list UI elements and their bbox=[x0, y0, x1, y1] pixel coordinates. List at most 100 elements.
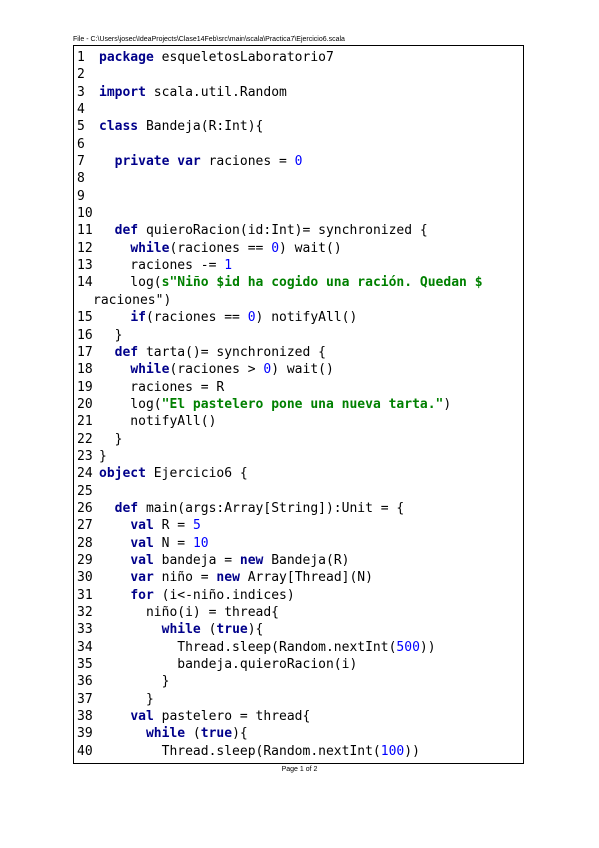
code-line: 13 raciones -= 1 bbox=[77, 257, 520, 274]
code-token bbox=[99, 622, 162, 637]
line-number: 21 bbox=[77, 414, 93, 430]
line-number: 23 bbox=[77, 448, 93, 464]
code-line: 28 val N = 10 bbox=[77, 535, 520, 552]
code-token bbox=[99, 553, 130, 568]
code-line: 40 Thread.sleep(Random.nextInt(100)) bbox=[77, 743, 520, 760]
code-token: R = bbox=[153, 518, 193, 534]
code-token: ){ bbox=[247, 622, 264, 638]
line-number: 31 bbox=[77, 587, 93, 603]
code-token: raciones = bbox=[200, 154, 295, 170]
code-token: while bbox=[161, 622, 201, 638]
code-line: raciones") bbox=[77, 292, 520, 309]
line-number: 9 bbox=[77, 188, 85, 204]
code-token: } bbox=[99, 431, 123, 447]
code-line: 21 notifyAll() bbox=[77, 413, 520, 430]
code-token: private var bbox=[114, 154, 201, 170]
code-token: } bbox=[99, 691, 154, 707]
code-token: Ejercicio6 { bbox=[145, 466, 248, 482]
code-line: 4 bbox=[77, 101, 520, 118]
code-line: 36 } bbox=[77, 673, 520, 690]
code-token: N = bbox=[153, 535, 193, 551]
line-number: 35 bbox=[77, 657, 93, 673]
code-token: while bbox=[145, 726, 186, 742]
line-number: 3 bbox=[77, 84, 85, 100]
code-token bbox=[99, 241, 130, 256]
line-number: 32 bbox=[77, 605, 93, 620]
code-token: Bandeja(R) bbox=[263, 552, 350, 568]
code-token: raciones") bbox=[93, 292, 172, 308]
code-token: (raciones == bbox=[145, 310, 248, 326]
code-token: (raciones > bbox=[169, 362, 264, 378]
code-token bbox=[99, 518, 130, 533]
line-number: 36 bbox=[77, 674, 93, 690]
code-token: 0 bbox=[263, 362, 272, 378]
code-token: ){ bbox=[232, 726, 248, 742]
line-number: 4 bbox=[77, 102, 85, 118]
code-line: 39 while (true){ bbox=[77, 725, 520, 742]
code-token bbox=[99, 154, 115, 169]
code-line: 17 def tarta()= synchronized { bbox=[77, 344, 520, 361]
code-token: package bbox=[99, 50, 154, 65]
code-line: 16 } bbox=[77, 327, 520, 344]
code-line: 38 val pastelero = thread{ bbox=[77, 708, 520, 725]
code-token bbox=[99, 310, 130, 325]
line-number: 14 bbox=[77, 275, 93, 291]
code-token: scala.util.Random bbox=[145, 84, 287, 100]
code-token: ( bbox=[185, 726, 201, 742]
code-token: def bbox=[114, 344, 139, 360]
line-number: 15 bbox=[77, 310, 93, 326]
line-number: 5 bbox=[77, 119, 85, 135]
code-token: (raciones == bbox=[169, 240, 272, 256]
code-token: niño(i) = thread{ bbox=[99, 605, 280, 620]
code-token: )) bbox=[419, 639, 436, 655]
code-token bbox=[99, 536, 130, 551]
code-token bbox=[99, 223, 115, 238]
code-token: Array[Thread](N) bbox=[239, 570, 373, 586]
line-number: 12 bbox=[77, 240, 93, 256]
code-token bbox=[99, 345, 115, 360]
line-number: 18 bbox=[77, 362, 93, 378]
code-token: "El pastelero pone una nueva tarta." bbox=[161, 396, 444, 412]
code-token: val bbox=[130, 552, 154, 568]
code-token: log( bbox=[99, 275, 162, 291]
code-token: val bbox=[130, 709, 154, 725]
code-token: pastelero = thread{ bbox=[153, 709, 311, 725]
line-number: 16 bbox=[77, 327, 93, 343]
code-line: 30 var niño = new Array[Thread](N) bbox=[77, 569, 520, 586]
code-token: notifyAll() bbox=[99, 414, 217, 430]
line-number: 13 bbox=[77, 258, 93, 274]
line-number: 34 bbox=[77, 639, 93, 655]
code-token: def bbox=[114, 223, 139, 239]
code-token: 10 bbox=[192, 535, 209, 551]
code-token: 500 bbox=[396, 639, 420, 655]
code-token: new bbox=[239, 552, 264, 568]
code-token: esqueletosLaboratorio7 bbox=[153, 50, 334, 65]
code-line: 15 if(raciones == 0) notifyAll() bbox=[77, 309, 520, 326]
code-token: (i<-niño.indices) bbox=[153, 587, 295, 603]
code-line: 18 while(raciones > 0) wait() bbox=[77, 361, 520, 378]
line-number: 7 bbox=[77, 154, 85, 170]
code-token: if bbox=[130, 310, 146, 326]
code-line: 19 raciones = R bbox=[77, 379, 520, 396]
line-number: 40 bbox=[77, 743, 93, 759]
code-token: ) notifyAll() bbox=[255, 310, 358, 326]
code-line: 22 } bbox=[77, 431, 520, 448]
line-number: 28 bbox=[77, 535, 93, 551]
line-number: 19 bbox=[77, 379, 93, 395]
code-token: 1 bbox=[224, 258, 233, 274]
code-line: 11 def quieroRacion(id:Int)= synchronize… bbox=[77, 222, 520, 239]
file-path-header: File - C:\Users\josec\IdeaProjects\Clase… bbox=[73, 36, 345, 43]
code-line: 3 import scala.util.Random bbox=[77, 84, 520, 101]
code-line: 10 bbox=[77, 205, 520, 222]
line-number: 11 bbox=[77, 223, 93, 239]
code-line: 12 while(raciones == 0) wait() bbox=[77, 240, 520, 257]
code-token: ( bbox=[200, 622, 217, 638]
code-token: Bandeja(R:Int){ bbox=[138, 119, 264, 135]
code-token: import bbox=[99, 84, 146, 100]
code-token: raciones -= bbox=[99, 258, 225, 274]
code-token: s"Niño $id ha cogido una ración. Quedan … bbox=[161, 275, 483, 291]
code-token: true bbox=[200, 726, 233, 742]
code-token: ) bbox=[443, 396, 452, 412]
code-token: while bbox=[130, 362, 170, 378]
